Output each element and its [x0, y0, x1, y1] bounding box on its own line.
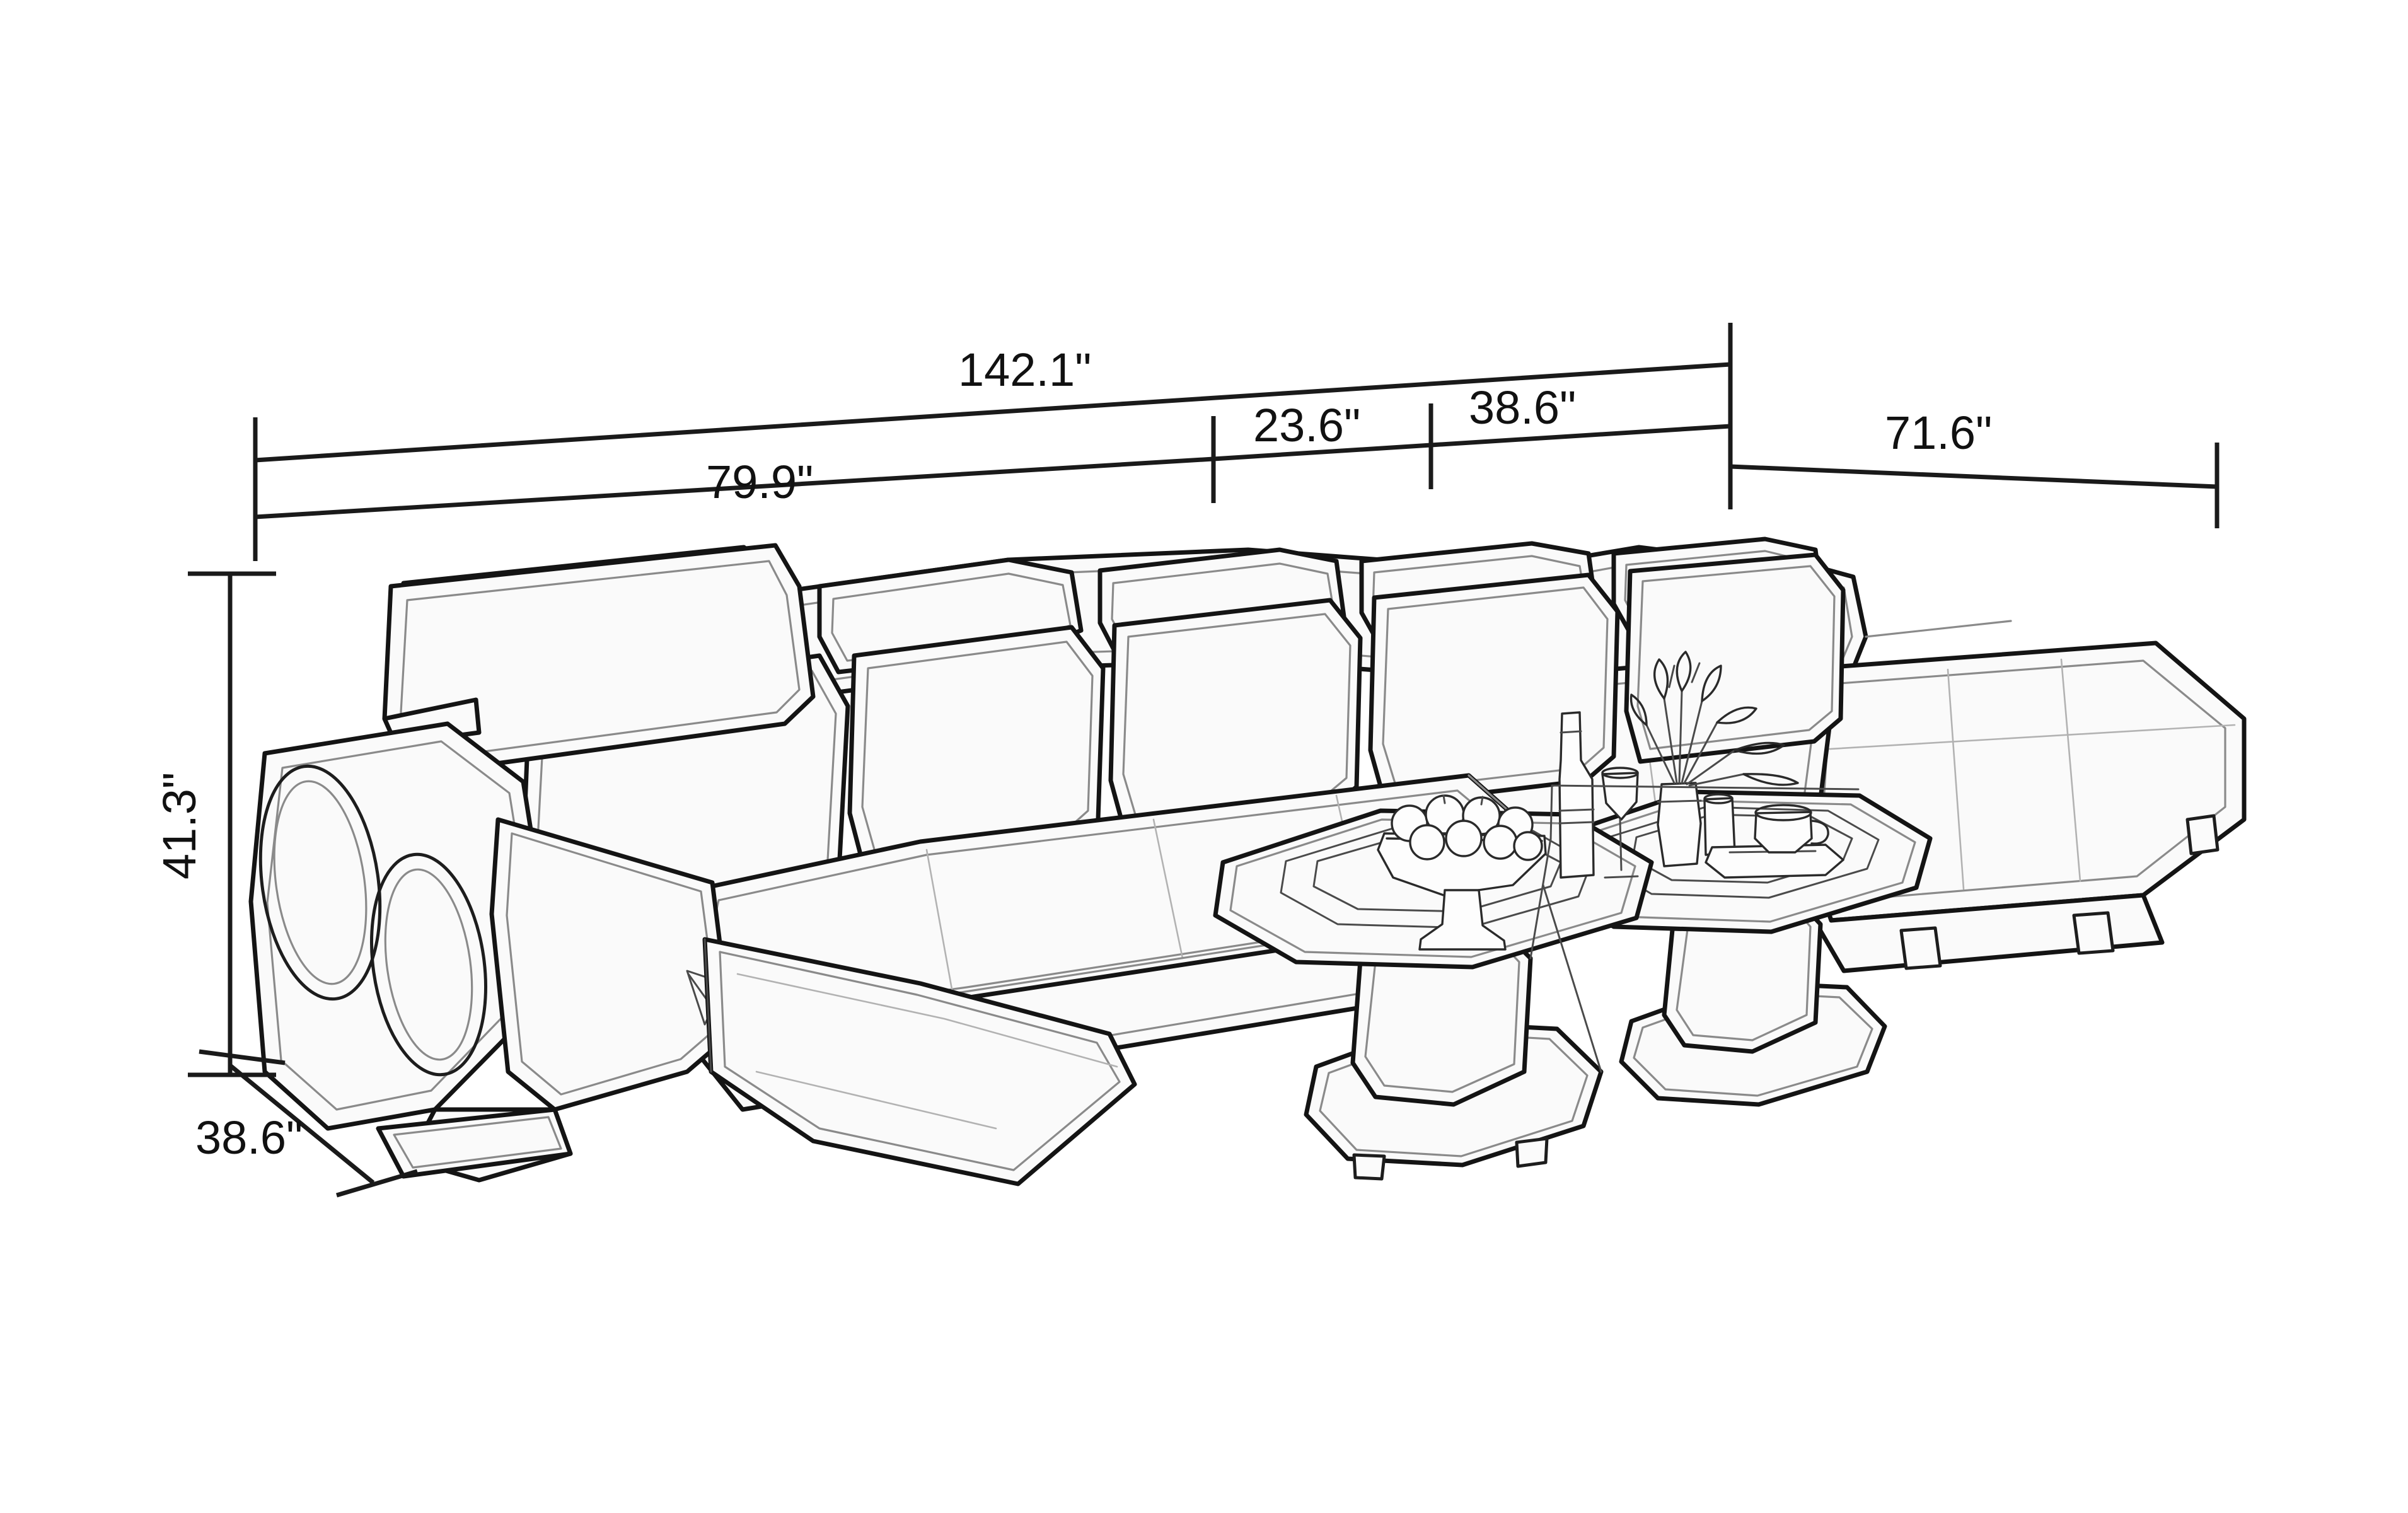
dim-overall-height: 41.3" [153, 571, 276, 1077]
sectional-sofa-drawing [248, 536, 2247, 1186]
dim-label-overall-depth: 38.6" [195, 1111, 303, 1164]
dim-label-middle-seat-width: 23.6" [1253, 399, 1360, 451]
dim-label-chaise-width: 71.6" [1885, 407, 1992, 459]
tabletop-items-group [1377, 651, 1860, 951]
flower-vase [1629, 651, 1799, 867]
wine-glass [1601, 767, 1639, 879]
dim-middle-seat-width: 23.6" [1213, 399, 1433, 489]
dim-left-section-width: 79.9" [253, 416, 1216, 561]
dim-chaise-width: 71.6" [1728, 407, 2220, 528]
fruit-bowl [1377, 794, 1547, 951]
dim-label-left-section-width: 79.9" [706, 456, 813, 508]
wine-bottle [1558, 711, 1595, 879]
left-recliner-module [248, 543, 1137, 1186]
dim-label-corner-section-width: 38.6" [1469, 381, 1576, 434]
tumbler-glass [1703, 793, 1736, 856]
teacup-and-saucer [1705, 804, 1844, 879]
dimension-annotations: 142.1" 79.9" 23.6" 38.6" 71.6" [153, 323, 2220, 1198]
dim-label-overall-height: 41.3" [153, 772, 205, 879]
dim-overall-width: 142.1" [253, 323, 1733, 504]
dim-label-overall-width: 142.1" [958, 344, 1091, 396]
dim-overall-depth: 38.6" [195, 1049, 418, 1198]
